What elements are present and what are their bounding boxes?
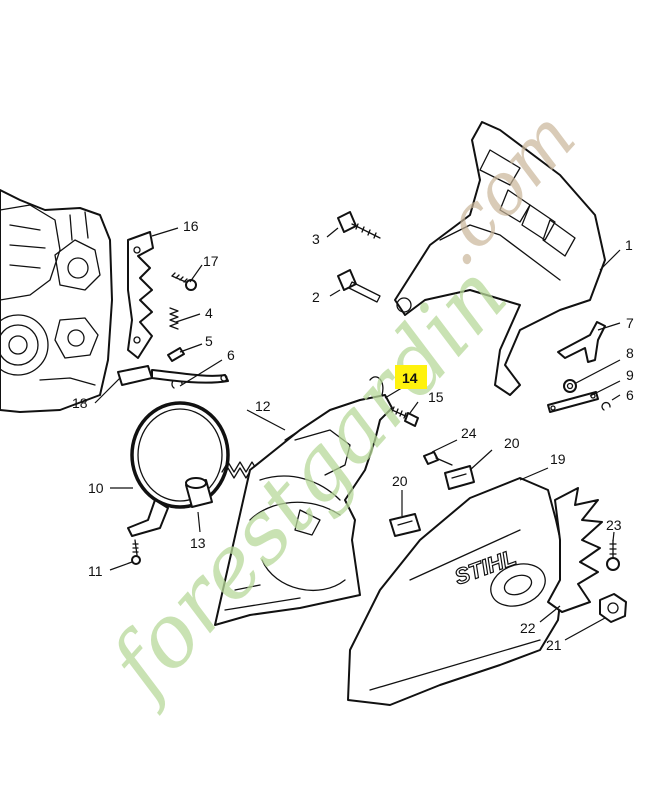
- part-20-nut-upper: [444, 465, 475, 490]
- label-21: 21: [546, 637, 562, 653]
- part-5-pin: [167, 347, 185, 362]
- part-23-screw: [606, 539, 620, 571]
- label-6a: 6: [227, 347, 235, 363]
- part-1-hand-guard: [394, 121, 606, 396]
- part-11-screw: [131, 539, 141, 565]
- part-4-spring: [169, 307, 179, 330]
- label-3: 3: [312, 231, 320, 247]
- label-7: 7: [626, 315, 634, 331]
- part-14-brake-housing: [214, 376, 393, 626]
- label-10: 10: [88, 480, 104, 496]
- label-11: 11: [88, 563, 103, 579]
- part-13-sleeve: [185, 477, 213, 508]
- part-20-nut-lower: [389, 513, 421, 537]
- label-20b: 20: [392, 473, 408, 489]
- label-19: 19: [550, 451, 566, 467]
- engine-block: [0, 189, 113, 413]
- label-9: 9: [626, 367, 634, 383]
- label-8: 8: [626, 345, 634, 361]
- label-4: 4: [205, 305, 213, 321]
- part-8-nut: [563, 379, 577, 393]
- part-16-bumper-spike: [127, 231, 154, 359]
- label-2: 2: [312, 289, 320, 305]
- part-7-lever: [557, 321, 606, 363]
- brake-link-rod: [151, 369, 229, 384]
- label-16: 16: [183, 218, 199, 234]
- leader-lines: [94, 227, 621, 641]
- label-6b: 6: [626, 387, 634, 403]
- part-2-bolt: [337, 269, 381, 303]
- part-21-nut: [599, 593, 627, 623]
- part-22-bumper-spike: [547, 487, 603, 613]
- part-6-clip-right: [601, 401, 611, 411]
- label-14-highlight: 14: [395, 365, 427, 389]
- part-3-bolt: [337, 211, 381, 239]
- part-10-brake-band: [127, 401, 230, 537]
- part-9-link: [547, 391, 599, 413]
- highlight-box: [395, 365, 427, 389]
- part-labels: 1 2 3 4 5 6 7 8 9 6 10 11 12 13 14 15 16…: [72, 218, 634, 653]
- label-5: 5: [205, 333, 213, 349]
- part-18-block: [117, 365, 153, 386]
- part-19-sprocket-cover: STIHL: [347, 477, 566, 706]
- label-13: 13: [190, 535, 206, 551]
- label-1: 1: [625, 237, 633, 253]
- part-17-screw: [171, 272, 197, 291]
- label-22: 22: [520, 620, 536, 636]
- label-12: 12: [255, 398, 271, 414]
- part-15-screw: [391, 406, 419, 427]
- label-23: 23: [606, 517, 622, 533]
- label-15: 15: [428, 389, 444, 405]
- label-20a: 20: [504, 435, 520, 451]
- label-14: 14: [402, 370, 418, 386]
- label-18: 18: [72, 395, 88, 411]
- label-17: 17: [203, 253, 219, 269]
- part-24-screw: [423, 451, 453, 466]
- label-24: 24: [461, 425, 477, 441]
